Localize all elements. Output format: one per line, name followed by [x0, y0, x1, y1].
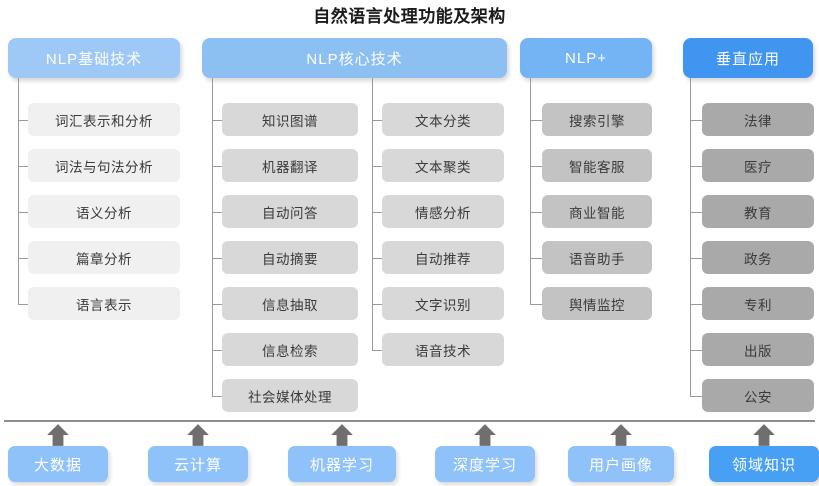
connector-branch-basic-0-0	[18, 119, 28, 121]
column-header-core[interactable]: NLP核心技术	[202, 38, 507, 78]
connector-branch-vertical-0-1	[690, 165, 702, 167]
connector-branch-core-1-3	[372, 257, 382, 259]
connector-trunk-core-1	[372, 78, 373, 350]
foundation-box-3[interactable]: 深度学习	[435, 446, 535, 482]
item-box-vertical-0-5[interactable]: 出版	[702, 333, 814, 366]
item-box-core-1-0[interactable]: 文本分类	[382, 103, 504, 136]
item-box-plus-0-3[interactable]: 语音助手	[542, 241, 652, 274]
item-box-plus-0-1[interactable]: 智能客服	[542, 149, 652, 182]
item-box-core-0-6[interactable]: 社会媒体处理	[222, 379, 358, 412]
connector-branch-plus-0-0	[530, 119, 542, 121]
connector-branch-basic-0-3	[18, 257, 28, 259]
item-box-basic-0-0[interactable]: 词汇表示和分析	[28, 103, 180, 136]
connector-branch-core-1-1	[372, 165, 382, 167]
connector-branch-core-0-5	[212, 349, 222, 351]
connector-trunk-core-0	[212, 78, 213, 396]
page-title: 自然语言处理功能及架构	[313, 7, 506, 26]
connector-branch-vertical-0-3	[690, 257, 702, 259]
up-arrow-icon	[185, 422, 211, 448]
item-box-vertical-0-0[interactable]: 法律	[702, 103, 814, 136]
connector-trunk-plus-0	[530, 78, 531, 304]
connector-branch-vertical-0-2	[690, 211, 702, 213]
connector-branch-plus-0-4	[530, 303, 542, 305]
connector-branch-vertical-0-6	[690, 395, 702, 397]
item-box-core-0-2[interactable]: 自动问答	[222, 195, 358, 228]
connector-branch-plus-0-2	[530, 211, 542, 213]
item-box-vertical-0-6[interactable]: 公安	[702, 379, 814, 412]
connector-branch-core-0-4	[212, 303, 222, 305]
item-box-core-1-1[interactable]: 文本聚类	[382, 149, 504, 182]
item-box-plus-0-4[interactable]: 舆情监控	[542, 287, 652, 320]
item-box-core-0-5[interactable]: 信息检索	[222, 333, 358, 366]
item-box-core-0-1[interactable]: 机器翻译	[222, 149, 358, 182]
item-box-vertical-0-1[interactable]: 医疗	[702, 149, 814, 182]
connector-trunk-vertical-0	[690, 78, 691, 396]
up-arrow-icon	[45, 422, 71, 448]
item-box-plus-0-2[interactable]: 商业智能	[542, 195, 652, 228]
item-box-core-0-3[interactable]: 自动摘要	[222, 241, 358, 274]
connector-branch-plus-0-1	[530, 165, 542, 167]
foundation-box-1[interactable]: 云计算	[148, 446, 248, 482]
column-header-basic[interactable]: NLP基础技术	[8, 38, 180, 78]
connector-branch-core-0-1	[212, 165, 222, 167]
foundation-box-4[interactable]: 用户画像	[568, 446, 674, 482]
connector-branch-vertical-0-0	[690, 119, 702, 121]
item-box-core-1-5[interactable]: 语音技术	[382, 333, 504, 366]
connector-branch-core-0-3	[212, 257, 222, 259]
connector-branch-core-0-0	[212, 119, 222, 121]
item-box-basic-0-3[interactable]: 篇章分析	[28, 241, 180, 274]
connector-branch-basic-0-1	[18, 165, 28, 167]
item-box-vertical-0-4[interactable]: 专利	[702, 287, 814, 320]
up-arrow-icon	[329, 422, 355, 448]
item-box-basic-0-1[interactable]: 词法与句法分析	[28, 149, 180, 182]
up-arrow-icon	[472, 422, 498, 448]
item-box-core-0-4[interactable]: 信息抽取	[222, 287, 358, 320]
connector-trunk-basic-0	[18, 78, 19, 304]
foundation-box-0[interactable]: 大数据	[8, 446, 108, 482]
connector-branch-core-1-4	[372, 303, 382, 305]
item-box-basic-0-4[interactable]: 语言表示	[28, 287, 180, 320]
connector-branch-core-0-6	[212, 395, 222, 397]
item-box-plus-0-0[interactable]: 搜索引擎	[542, 103, 652, 136]
foundation-box-2[interactable]: 机器学习	[288, 446, 396, 482]
item-box-core-1-3[interactable]: 自动推荐	[382, 241, 504, 274]
connector-branch-plus-0-3	[530, 257, 542, 259]
item-box-vertical-0-3[interactable]: 政务	[702, 241, 814, 274]
connector-branch-basic-0-2	[18, 211, 28, 213]
column-header-vertical[interactable]: 垂直应用	[683, 38, 813, 78]
connector-branch-core-1-0	[372, 119, 382, 121]
up-arrow-icon	[608, 422, 634, 448]
up-arrow-icon	[751, 422, 777, 448]
connector-branch-core-1-5	[372, 349, 382, 351]
item-box-vertical-0-2[interactable]: 教育	[702, 195, 814, 228]
column-header-plus[interactable]: NLP+	[520, 38, 652, 78]
connector-branch-basic-0-4	[18, 303, 28, 305]
item-box-core-1-4[interactable]: 文字识别	[382, 287, 504, 320]
connector-branch-vertical-0-5	[690, 349, 702, 351]
connector-branch-core-0-2	[212, 211, 222, 213]
item-box-core-1-2[interactable]: 情感分析	[382, 195, 504, 228]
item-box-core-0-0[interactable]: 知识图谱	[222, 103, 358, 136]
connector-branch-vertical-0-4	[690, 303, 702, 305]
connector-branch-core-1-2	[372, 211, 382, 213]
item-box-basic-0-2[interactable]: 语义分析	[28, 195, 180, 228]
foundation-box-5[interactable]: 领域知识	[709, 446, 819, 482]
foundation-divider	[4, 420, 815, 422]
